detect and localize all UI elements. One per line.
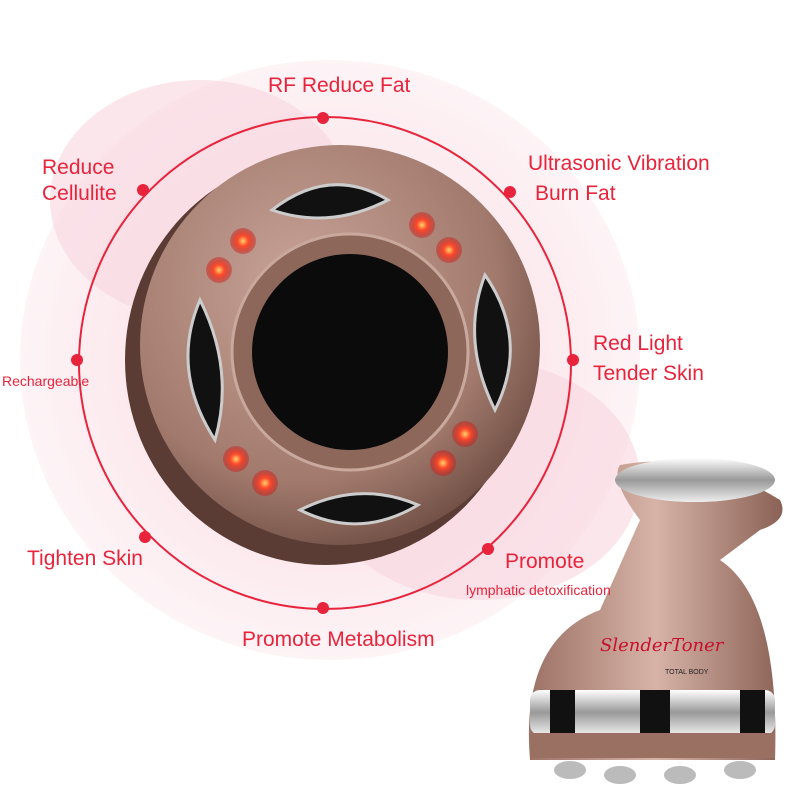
- device-face: [125, 145, 540, 565]
- feature-rf-reduce-fat: RF Reduce Fat: [268, 74, 411, 97]
- feature-ultrasonic-line2: Burn Fat: [535, 182, 616, 205]
- feature-reduce-cellulite-line2: Cellulite: [42, 182, 117, 205]
- feature-promote-line2: lymphatic detoxification: [466, 582, 611, 598]
- feature-promote-metabolism: Promote Metabolism: [242, 628, 435, 651]
- brand-logo: SlenderToner: [600, 635, 724, 656]
- feature-tighten-skin: Tighten Skin: [27, 547, 143, 570]
- red-led-lights: [206, 212, 478, 496]
- feature-promote-line1: Promote: [505, 550, 585, 573]
- device-side-view: [528, 458, 783, 784]
- feature-red-light-line2: Tender Skin: [593, 362, 704, 385]
- feature-ultrasonic-line1: Ultrasonic Vibration: [528, 152, 710, 175]
- feature-reduce-cellulite-line1: Reduce: [42, 156, 115, 179]
- brand-subtitle: TOTAL BODY: [665, 669, 709, 676]
- feature-dots: [71, 112, 579, 614]
- feature-rechargeable: Rechargeable: [2, 373, 90, 389]
- feature-red-light-line1: Red Light: [593, 332, 683, 355]
